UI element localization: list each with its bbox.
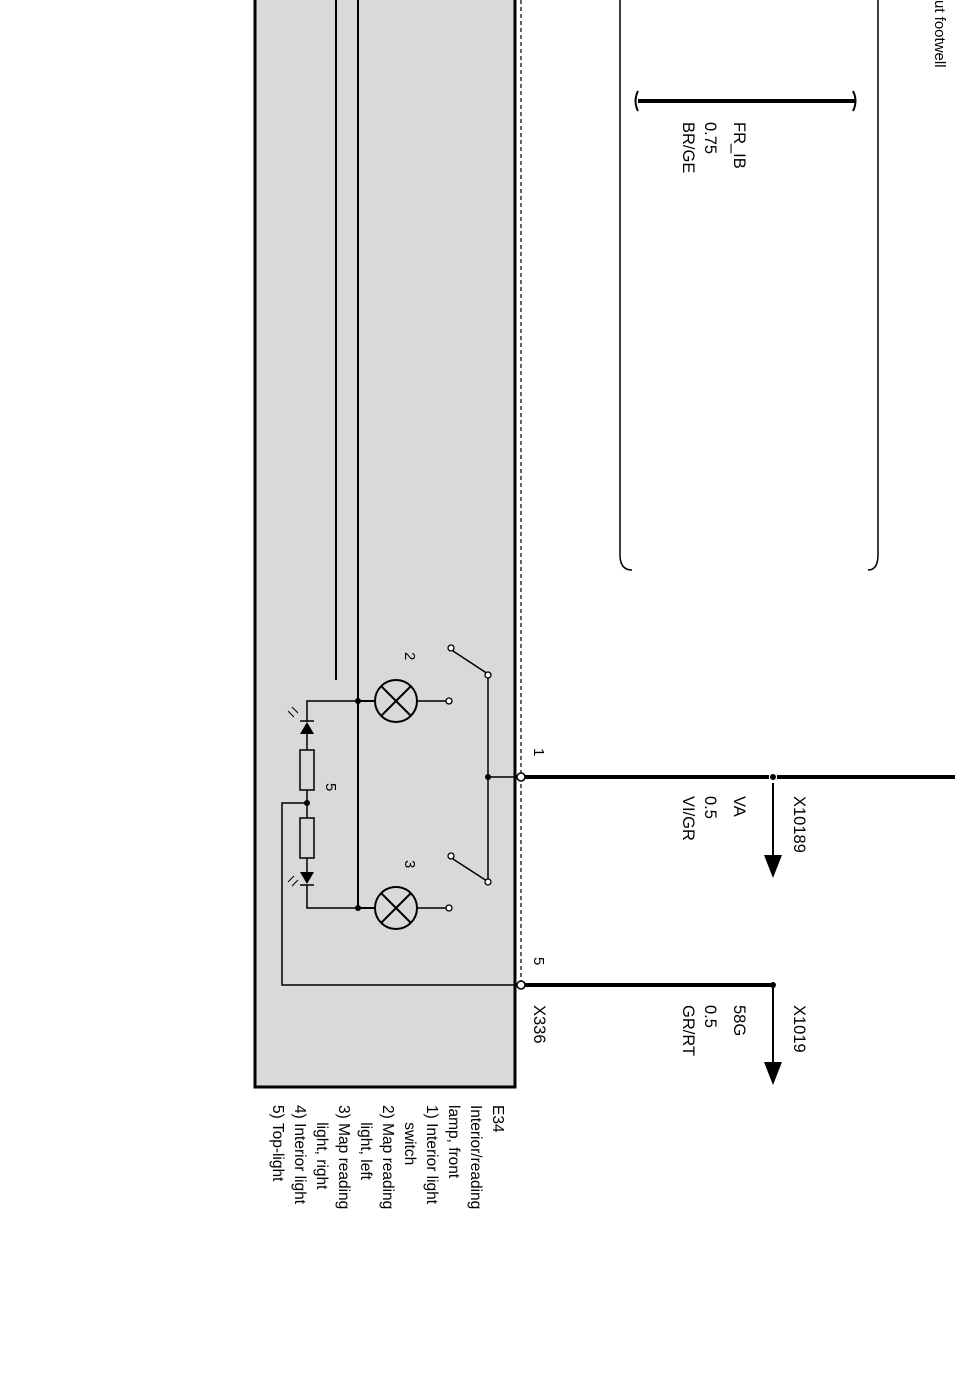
- fr-ib-wire-left-cap: [634, 90, 639, 112]
- component-title-line-1: Interior/reading: [467, 1105, 484, 1210]
- component-id: E34: [489, 1105, 506, 1133]
- top-light-lower-branch: [306, 885, 358, 909]
- pin5-wire-color: GR/RT: [679, 1005, 697, 1057]
- legend-item-2-cont: light, left: [357, 1122, 374, 1180]
- pin5-wire-size: 0.5: [701, 1005, 719, 1028]
- legend-item-5: 5) Top-light: [269, 1105, 286, 1182]
- header-fragment: ut footwell: [931, 0, 948, 68]
- pin1-wire-name: VA: [730, 796, 748, 817]
- pin5-terminal: [516, 980, 526, 990]
- pin1-junction: [485, 774, 491, 780]
- resistor-pair-number: 5: [322, 783, 339, 792]
- pin1-arrow-head: [764, 855, 782, 878]
- component-legend: E34 Interior/reading lamp, front 1) Inte…: [266, 1105, 508, 1209]
- led-lower-rays: [287, 875, 299, 887]
- top-light-upper-branch: [306, 700, 358, 722]
- led-upper-rays: [287, 706, 299, 718]
- lamp-left-cross-b: [380, 685, 412, 717]
- lamp-right-cross-b: [380, 892, 412, 924]
- fr-ib-wire-color: BR/GE: [679, 122, 697, 174]
- pin5-arrow-head: [764, 1062, 782, 1085]
- component-title-line-2: lamp, front: [445, 1105, 462, 1179]
- connector-label: X336: [530, 1005, 548, 1044]
- lamp-left-number: 2: [401, 652, 418, 661]
- lamp-right-number: 3: [401, 860, 418, 869]
- legend-item-2: 2) Map reading: [379, 1105, 396, 1210]
- lamp-right-contact: [445, 904, 453, 912]
- legend-item-1: 1) Interior light: [423, 1105, 440, 1205]
- lamp-left-contact: [445, 697, 453, 705]
- legend-item-3: 3) Map reading: [335, 1105, 352, 1210]
- component-housing: [253, 0, 517, 1089]
- fr-ib-wire-right-cap: [852, 90, 857, 112]
- switch-left-pivot: [484, 671, 492, 679]
- top-light-led-upper: [300, 722, 314, 734]
- pin5-connector-id: X1019: [790, 1005, 808, 1053]
- pin5-number: 5: [530, 957, 547, 966]
- pin5-wire-end-dot: [770, 982, 776, 988]
- pin1-terminal: [516, 772, 526, 782]
- pin1-wire-break-dot: [770, 774, 776, 780]
- fr-ib-wire-size: 0.75: [701, 122, 719, 155]
- switch-right-contact: [447, 852, 455, 860]
- top-light-led-lower: [300, 872, 314, 884]
- legend-item-4: 4) Interior light: [291, 1105, 308, 1205]
- fr-ib-wire-name: FR_IB: [730, 122, 748, 169]
- switch-left-blade: [452, 650, 489, 675]
- pin1-wire-size: 0.5: [701, 796, 719, 819]
- pin5-wire-name: 58G: [730, 1005, 748, 1037]
- switch-right-blade: [452, 858, 488, 882]
- switch-left-contact: [447, 644, 455, 652]
- switch-right-pivot: [484, 878, 492, 886]
- pin1-wire-color: VI/GR: [679, 796, 697, 841]
- legend-item-1-cont: switch: [401, 1122, 418, 1166]
- pin1-connector-id: X10189: [790, 796, 808, 853]
- pin1-number: 1: [530, 748, 547, 757]
- legend-item-3-cont: light, right: [313, 1122, 330, 1190]
- top-light-ground-line: [281, 802, 518, 986]
- fr-ib-region-outline: [619, 0, 879, 571]
